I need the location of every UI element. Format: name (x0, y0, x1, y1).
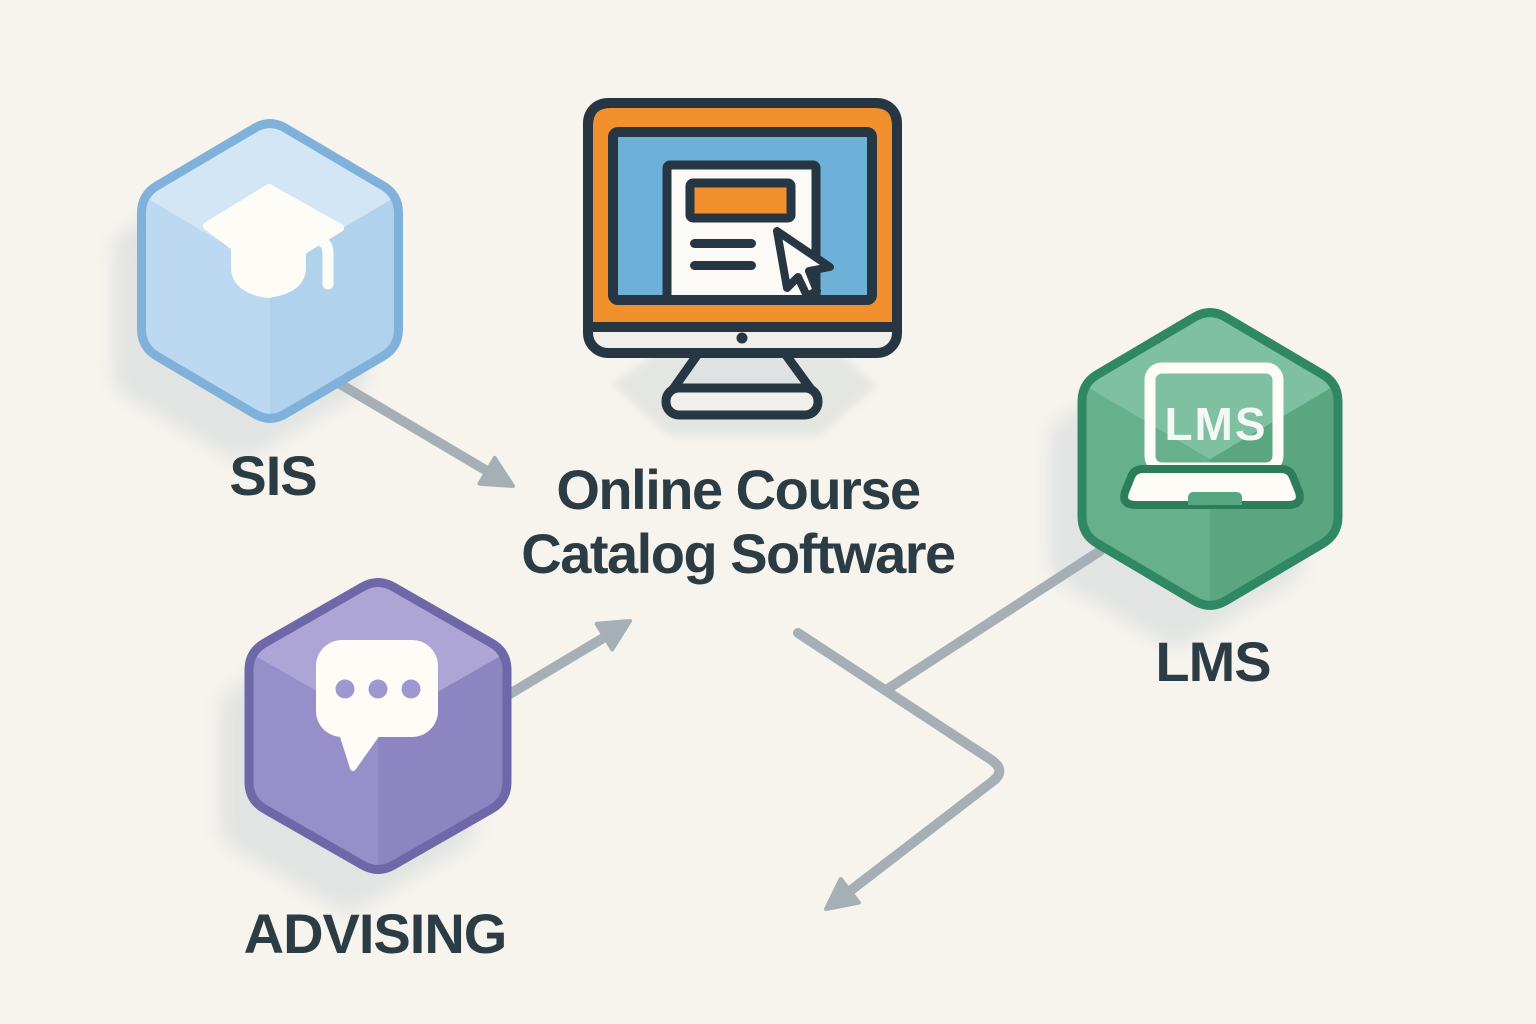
lms-node: LMS (1077, 308, 1343, 610)
monitor-icon (583, 98, 902, 420)
center-title: Online Course Catalog Software (438, 458, 1038, 586)
arrowhead-icon (824, 876, 861, 911)
center-title-line2: Catalog Software (521, 522, 956, 585)
sis-hexagon-border (137, 119, 403, 423)
line-lms-to-center (881, 546, 1105, 695)
cursor-icon (773, 227, 834, 300)
center-title-line1: Online Course (556, 458, 921, 521)
lms-screen-text: LMS (1164, 398, 1267, 450)
lms-label: LMS (1155, 630, 1271, 693)
arrow-advising-to-center (498, 619, 632, 703)
arrowhead-icon (594, 619, 632, 652)
monitor-base (661, 383, 823, 420)
arrow-sis-to-center (330, 376, 515, 488)
camera-dot (736, 332, 748, 344)
sis-node (137, 119, 403, 423)
laptop-icon: LMS (1120, 362, 1304, 509)
lms-hexagon-border (1077, 308, 1343, 610)
advising-label: ADVISING (243, 902, 508, 965)
advising-node (244, 578, 512, 874)
sis-label: SIS (229, 444, 317, 507)
chat-bubble-icon (316, 640, 438, 771)
arrowhead-icon (477, 455, 515, 488)
arrow-center-to-bottom (793, 628, 1005, 911)
graduation-cap-icon (203, 184, 344, 298)
advising-hexagon-border (244, 578, 512, 874)
